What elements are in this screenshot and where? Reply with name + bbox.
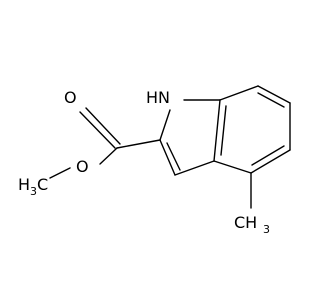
bond-c5-c4 xyxy=(250,149,291,174)
bond-c2-c3 xyxy=(159,139,176,176)
ester-o-label: O xyxy=(76,157,89,176)
bond-o-carbonyl xyxy=(99,147,118,165)
bond-methoxy-o xyxy=(49,167,71,179)
bond-c2-c3-inner xyxy=(166,142,181,171)
bond-carbonyl-c2 xyxy=(116,139,161,149)
carbonyl-o-label: O xyxy=(64,88,77,107)
bond-c5-c4-inner xyxy=(251,145,285,166)
bond-c7-c6 xyxy=(257,85,291,104)
bond-c4-c3a xyxy=(213,160,252,174)
methoxy-h-label: H xyxy=(18,175,30,194)
methoxy-subscript: 3 xyxy=(30,185,37,198)
methoxy-c-label: C xyxy=(37,175,48,194)
bond-c2-n1 xyxy=(159,109,171,141)
bond-c3a-c7a-inner xyxy=(220,105,227,156)
aryl-methyl-subscript: 3 xyxy=(263,223,270,236)
nh-label: HN xyxy=(146,88,170,107)
bond-c7-c6-inner xyxy=(257,92,285,108)
molecule-structure: HN O O H 3 C CH 3 xyxy=(18,85,291,236)
bond-carbonyl-double-2 xyxy=(85,107,121,145)
bond-c7a-c7 xyxy=(219,85,259,101)
bond-carbonyl-double-1 xyxy=(79,111,116,149)
aryl-methyl-label: CH xyxy=(234,213,257,232)
bond-c3a-c7a xyxy=(213,99,221,162)
bond-c3-c3a xyxy=(174,160,215,176)
molecule-canvas: HN O O H 3 C CH 3 xyxy=(18,85,291,236)
